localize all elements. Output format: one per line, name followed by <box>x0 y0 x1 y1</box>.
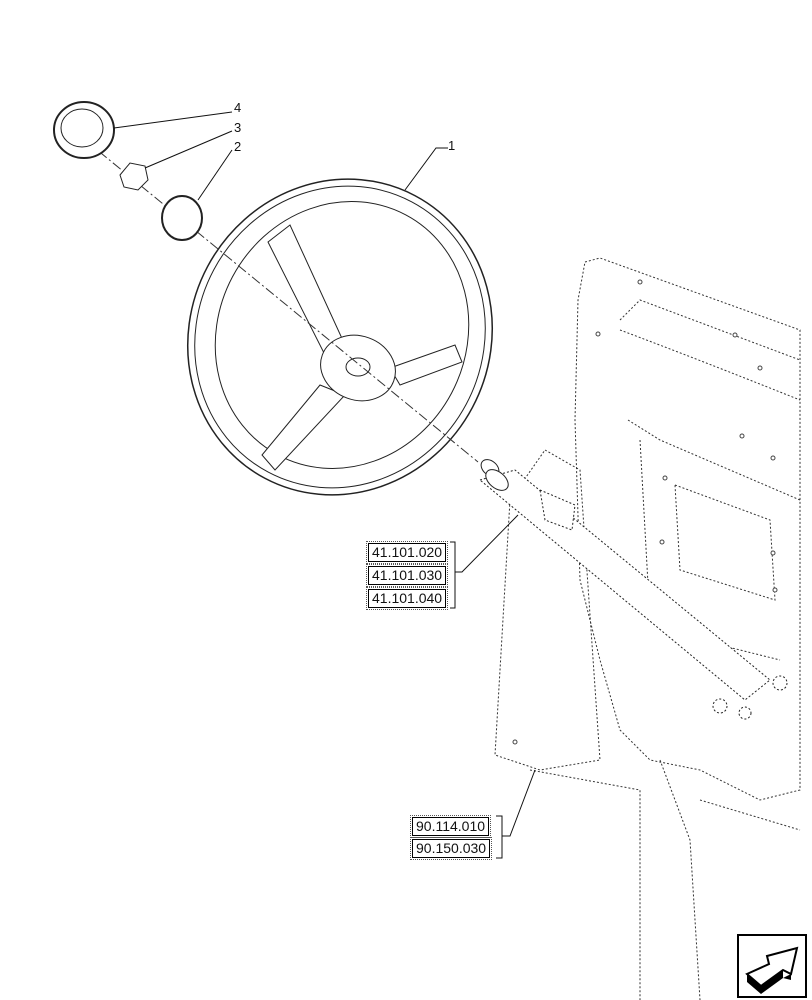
nut-part-3 <box>119 162 149 191</box>
cab-frame <box>494 257 801 1000</box>
reference-link[interactable]: 41.101.040 <box>365 587 449 610</box>
reference-link[interactable]: 41.101.020 <box>365 541 449 564</box>
reference-link[interactable]: 41.101.030 <box>365 564 449 587</box>
reference-link[interactable]: 90.114.010 <box>409 815 492 838</box>
cab-holes <box>512 279 778 745</box>
callout-4: 4 <box>234 100 242 115</box>
next-page-button[interactable] <box>737 934 807 998</box>
callout-3: 3 <box>234 120 242 135</box>
callout-1: 1 <box>448 138 456 153</box>
o-ring-part-2 <box>161 195 203 241</box>
steering-wheel <box>186 178 494 496</box>
reference-link[interactable]: 90.150.030 <box>409 837 493 860</box>
assembly-axis <box>84 139 479 463</box>
callout-2: 2 <box>234 139 242 154</box>
leader-lines <box>113 111 536 859</box>
steering-column <box>478 459 788 720</box>
next-page-arrow-icon <box>745 946 799 994</box>
small-parts <box>53 101 203 241</box>
